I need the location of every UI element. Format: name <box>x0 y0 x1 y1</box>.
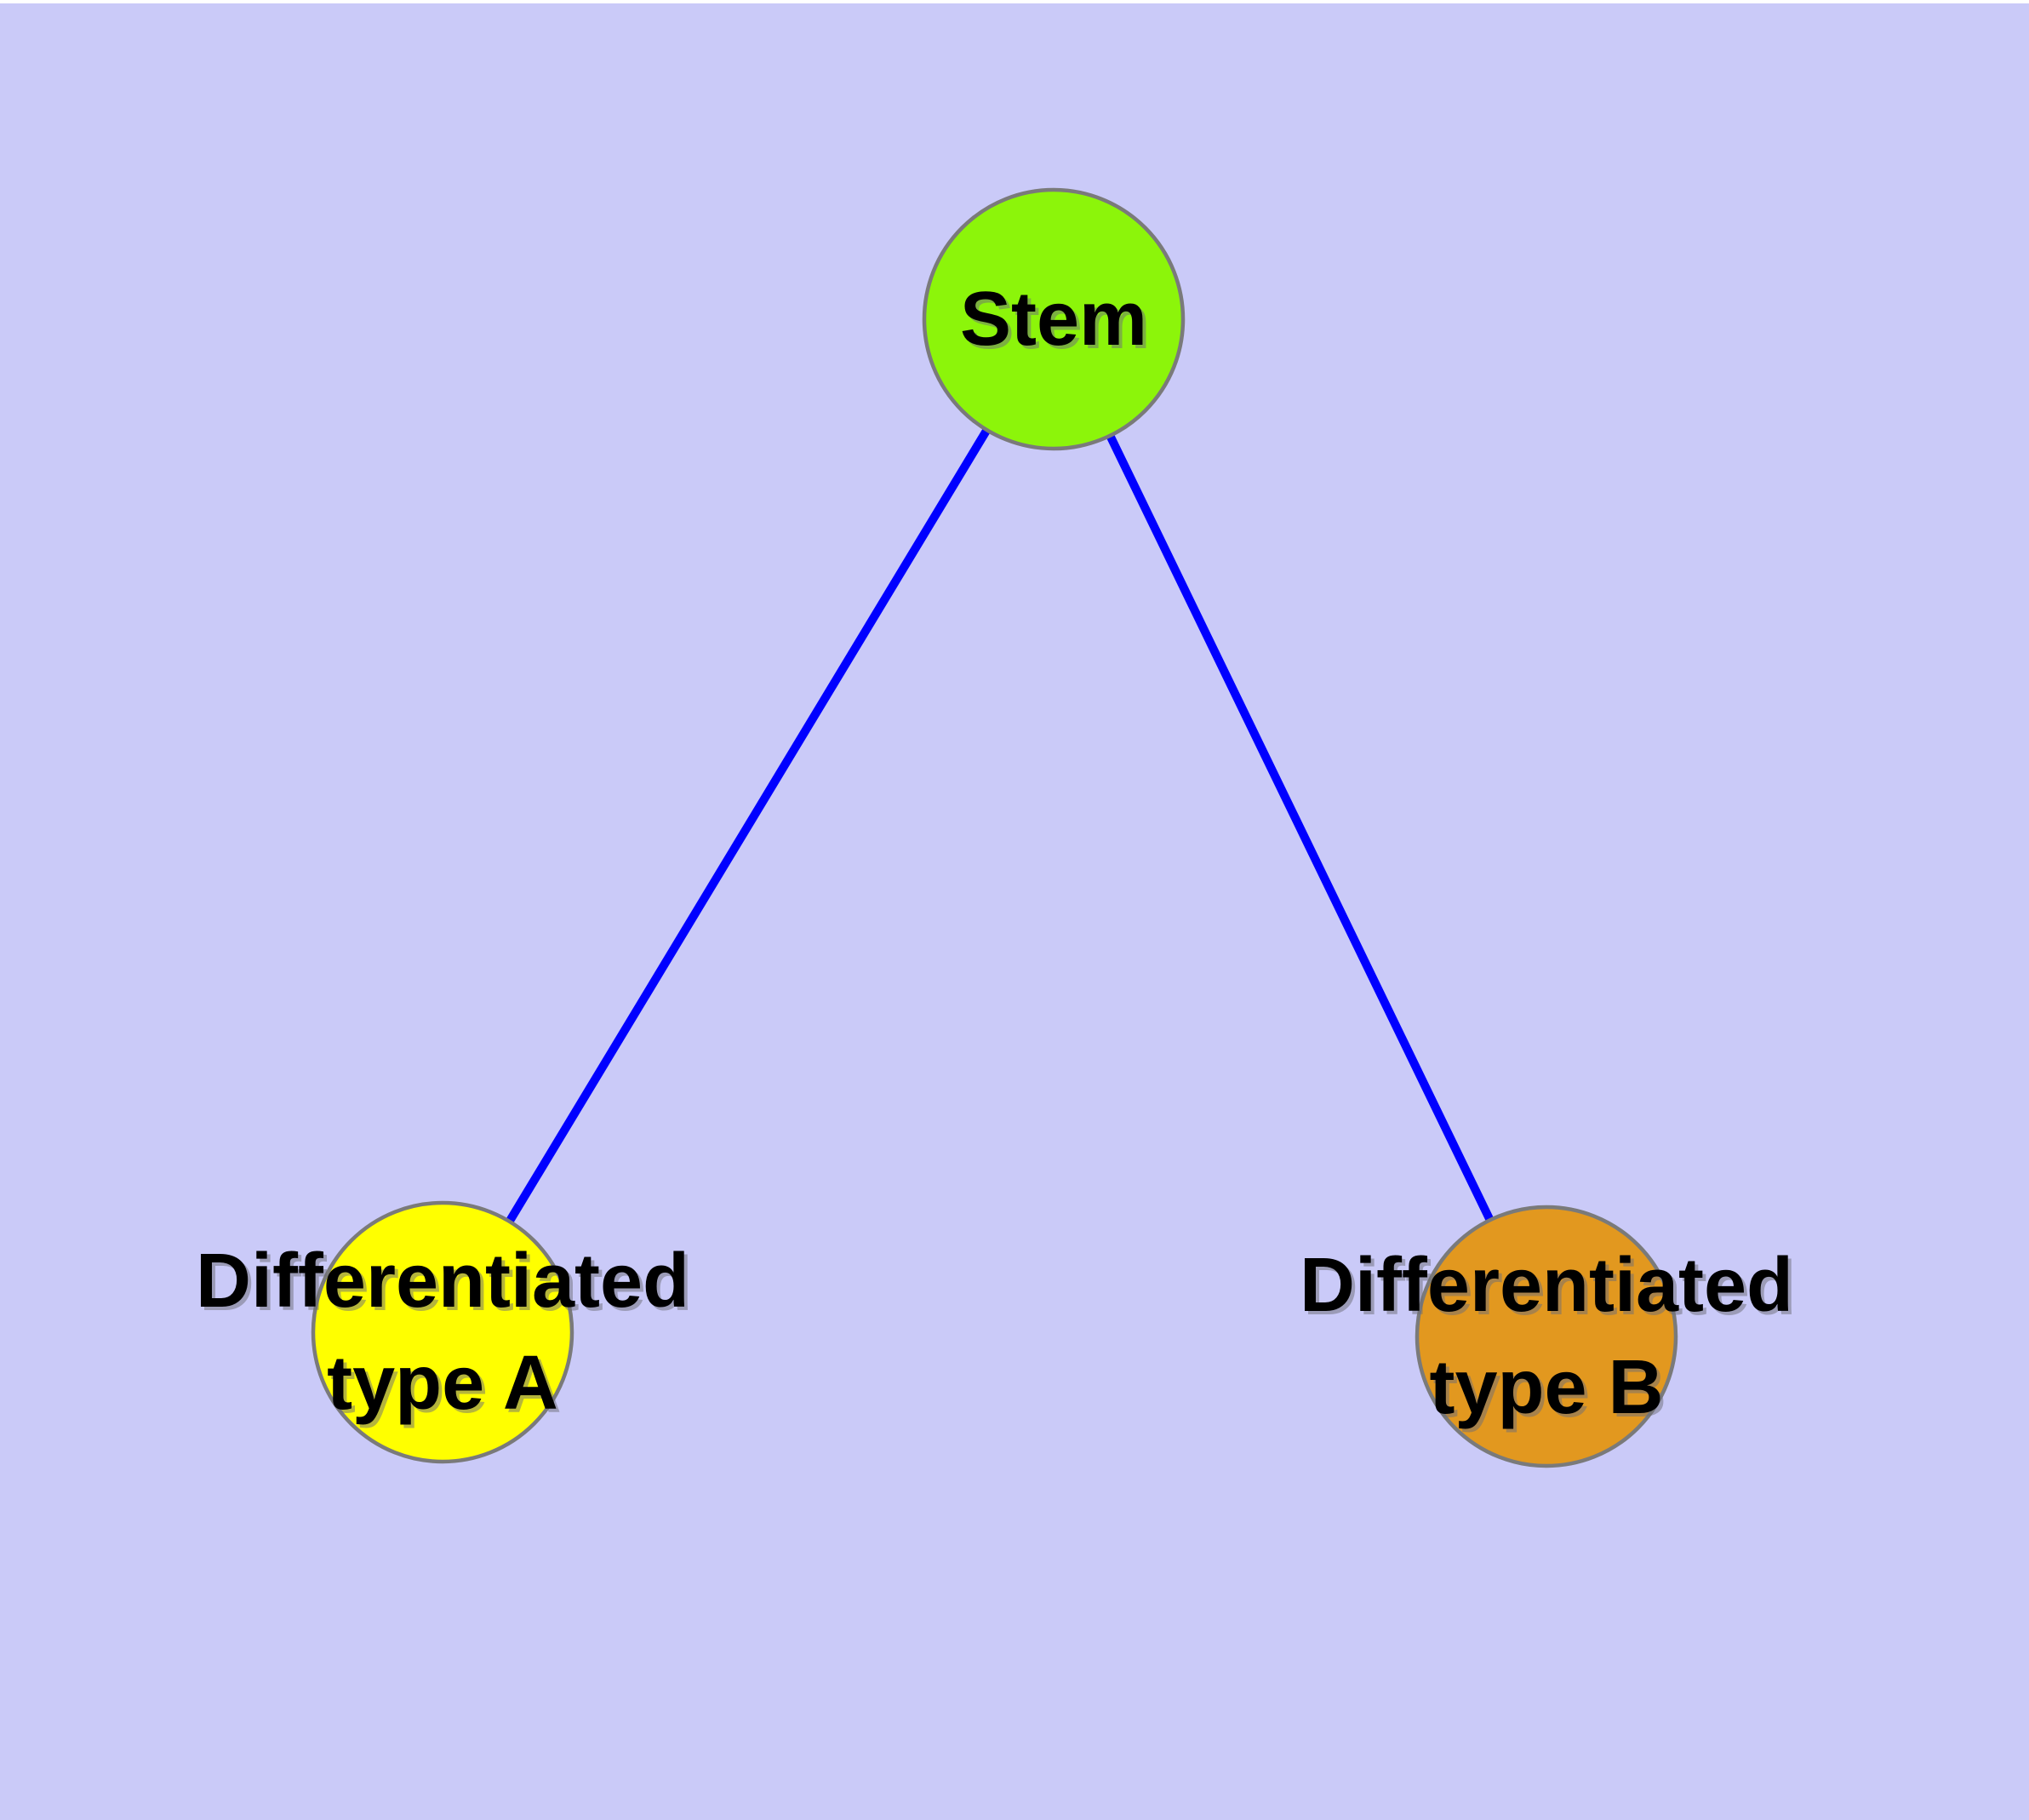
top-margin-strip <box>0 0 2029 3</box>
node-label-type-a-line2-shadow: type A <box>330 1344 562 1429</box>
node-differentiated-type-a <box>311 1200 574 1464</box>
node-label-stem-shadow: Stem <box>963 280 1151 365</box>
node-label-type-b-line2-shadow: type B <box>1432 1348 1666 1434</box>
node-label-stem: Stem <box>960 277 1147 362</box>
node-label-type-a-line1: Differentiated <box>196 1239 689 1324</box>
node-stem <box>922 187 1186 451</box>
node-label-type-a-line1-shadow: Differentiated <box>199 1242 693 1327</box>
edge-stem-to-type-a <box>438 317 1058 1335</box>
node-label-type-b-line1: Differentiated <box>1300 1243 1793 1328</box>
node-label-type-b-line2: type B <box>1429 1345 1663 1430</box>
edge-stem-to-type-b <box>1049 317 1551 1339</box>
node-label-type-a-line2: type A <box>327 1341 558 1426</box>
node-differentiated-type-b <box>1415 1205 1678 1468</box>
node-label-type-b-line1-shadow: Differentiated <box>1303 1246 1797 1331</box>
